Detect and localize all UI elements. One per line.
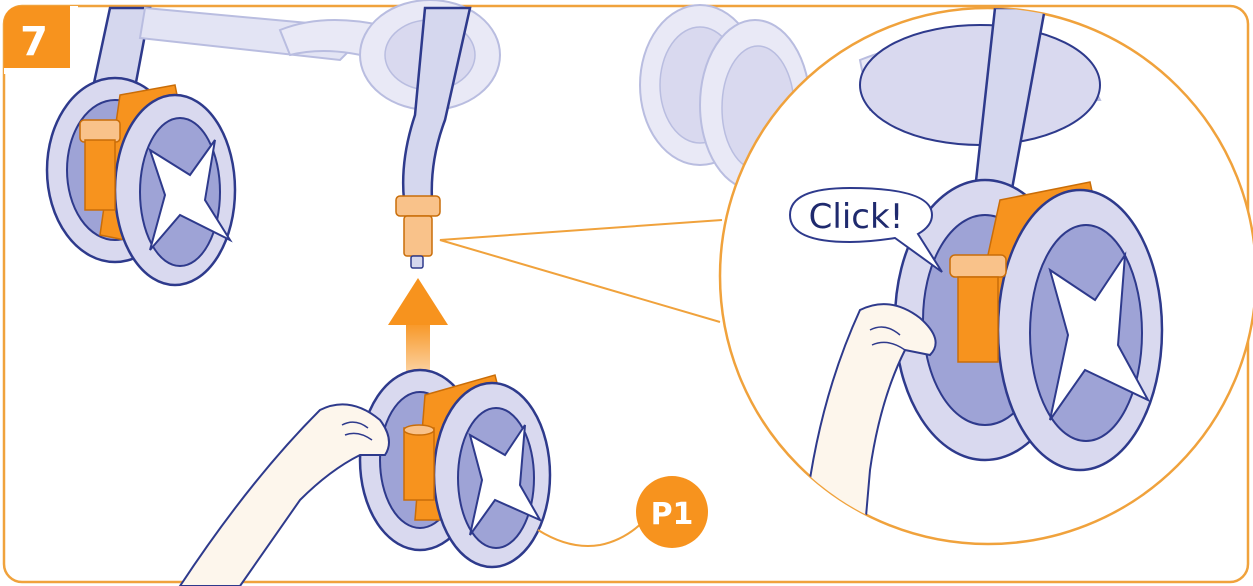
top-left-wheel-assembly <box>45 6 362 287</box>
frame-leg <box>395 6 472 269</box>
zoom-pointer <box>439 219 723 323</box>
p1-leader-line <box>537 519 646 547</box>
click-label: Click! <box>809 197 904 237</box>
p1-badge: P1 <box>636 476 708 548</box>
leg-collar <box>395 195 441 217</box>
step-number: 7 <box>20 19 48 65</box>
click-bubble: Click! <box>788 186 943 273</box>
p1-label: P1 <box>651 497 694 532</box>
hand-left <box>178 403 390 586</box>
step-badge: 7 <box>4 6 78 74</box>
bottom-wheel-assembly <box>178 368 552 586</box>
leg-pin <box>403 215 433 257</box>
detail-zoom-circle <box>718 6 1253 546</box>
